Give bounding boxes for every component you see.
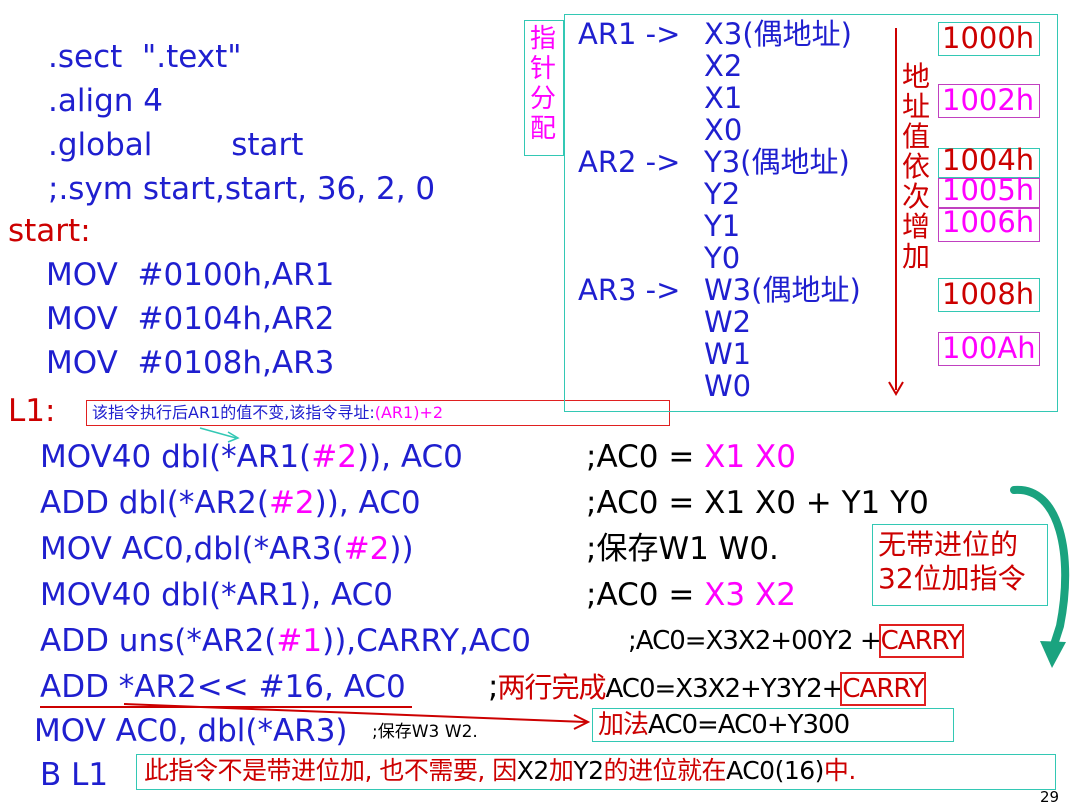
pointer-alloc-label: 指针分配 — [530, 24, 557, 144]
code-comment-5: ;AC0=X3X2+00Y2 +CARRY — [628, 624, 964, 658]
page-number: 29 — [1040, 788, 1060, 806]
addr-1008h: 1008h — [942, 277, 1035, 311]
address-increase-arrow-icon — [888, 28, 904, 396]
directive-global: .global start — [48, 127, 304, 163]
mem-y2: Y2 — [704, 177, 741, 211]
code-line-3: MOV AC0,dbl(*AR3(#2)) — [40, 531, 414, 567]
addition-note: 加法AC0=AC0+Y300 — [598, 710, 850, 740]
label-l1: L1: — [8, 393, 56, 429]
addr-1002h: 1002h — [942, 83, 1035, 117]
mem-x1: X1 — [704, 81, 743, 115]
addition-note-box — [592, 708, 954, 742]
note-32bit-line-2: 32位加指令 — [878, 562, 1026, 595]
code-comment-4: ;AC0 = X3 X2 — [586, 577, 796, 613]
ar3-pointer: AR3 -> — [578, 273, 681, 307]
address-increase-label: 地址值依次增加 — [902, 60, 931, 273]
mem-w1: W1 — [704, 337, 752, 371]
no-carry-note-box — [136, 754, 1056, 790]
addr-1004h: 1004h — [942, 143, 1035, 177]
pointer-alloc-box — [524, 20, 564, 156]
memory-map-panel — [564, 14, 1058, 412]
code-line-6: ADD *AR2<< #16, AC0 — [40, 669, 406, 705]
addr-box-1008h — [938, 278, 1040, 312]
addr-box-1005h — [938, 178, 1040, 208]
mem-w2: W2 — [704, 305, 752, 339]
note-32bit-line-1: 无带进位的 — [878, 528, 1019, 561]
code-line-1: MOV40 dbl(*AR1(#2)), AC0 — [40, 439, 463, 475]
label-start: start: — [8, 213, 91, 249]
addr-1006h: 1006h — [942, 205, 1035, 239]
addr-box-1004h — [938, 148, 1040, 178]
mem-w3: W3(偶地址) — [704, 273, 861, 307]
no-carry-note: 此指令不是带进位加, 也不需要, 因X2加Y2的进位就在AC0(16)中. — [144, 756, 856, 785]
init-move-ar1: MOV #0100h,AR1 — [46, 257, 335, 293]
curved-arrow-icon — [1010, 485, 1070, 668]
directive-align: .align 4 — [48, 83, 163, 119]
code-line-7: MOV AC0, dbl(*AR3) — [34, 713, 348, 749]
code-comment-6: ;两行完成AC0=X3X2+Y3Y2+CARRY — [488, 669, 926, 706]
addr-1000h: 1000h — [942, 21, 1035, 55]
addr-box-100ah — [938, 332, 1040, 366]
mem-y1: Y1 — [704, 209, 741, 243]
code-line-5: ADD uns(*AR2(#1)),CARRY,AC0 — [40, 623, 531, 659]
addr-1005h: 1005h — [942, 173, 1035, 207]
addr-100ah: 100Ah — [942, 331, 1036, 365]
code-comment-2: ;AC0 = X1 X0 + Y1 Y0 — [586, 485, 929, 521]
ar2-pointer: AR2 -> — [578, 145, 681, 179]
code-comment-3: ;保存W1 W0. — [586, 531, 779, 567]
init-move-ar3: MOV #0108h,AR3 — [46, 345, 335, 381]
l1-note-box — [86, 400, 670, 426]
note-32bit-box — [872, 524, 1048, 606]
addr-box-1000h — [938, 22, 1040, 56]
addition-note-arrow-icon — [123, 703, 591, 730]
code-comment-7: ;保存W3 W2. — [372, 722, 478, 742]
addr-box-1002h — [938, 84, 1040, 118]
mem-x3: X3(偶地址) — [704, 17, 852, 51]
mem-x0: X0 — [704, 113, 743, 147]
code-line-8: B L1 — [40, 757, 109, 793]
code-line-2: ADD dbl(*AR2(#2)), AC0 — [40, 485, 421, 521]
code-comment-1: ;AC0 = X1 X0 — [586, 439, 796, 475]
l1-note: 该指令执行后AR1的值不变,该指令寻址:(AR1)+2 — [92, 403, 444, 422]
code-line-4: MOV40 dbl(*AR1), AC0 — [40, 577, 393, 613]
mem-x2: X2 — [704, 49, 743, 83]
directive-sect: .sect ".text" — [48, 39, 242, 75]
mem-y3: Y3(偶地址) — [704, 145, 850, 179]
init-move-ar2: MOV #0104h,AR2 — [46, 301, 335, 337]
note-pointer-arrow-icon — [199, 427, 240, 443]
directive-sym: ;.sym start,start, 36, 2, 0 — [48, 171, 436, 207]
addr-box-1006h — [938, 208, 1040, 242]
mem-w0: W0 — [704, 369, 752, 403]
mem-y0: Y0 — [704, 241, 741, 275]
ar1-pointer: AR1 -> — [578, 17, 681, 51]
